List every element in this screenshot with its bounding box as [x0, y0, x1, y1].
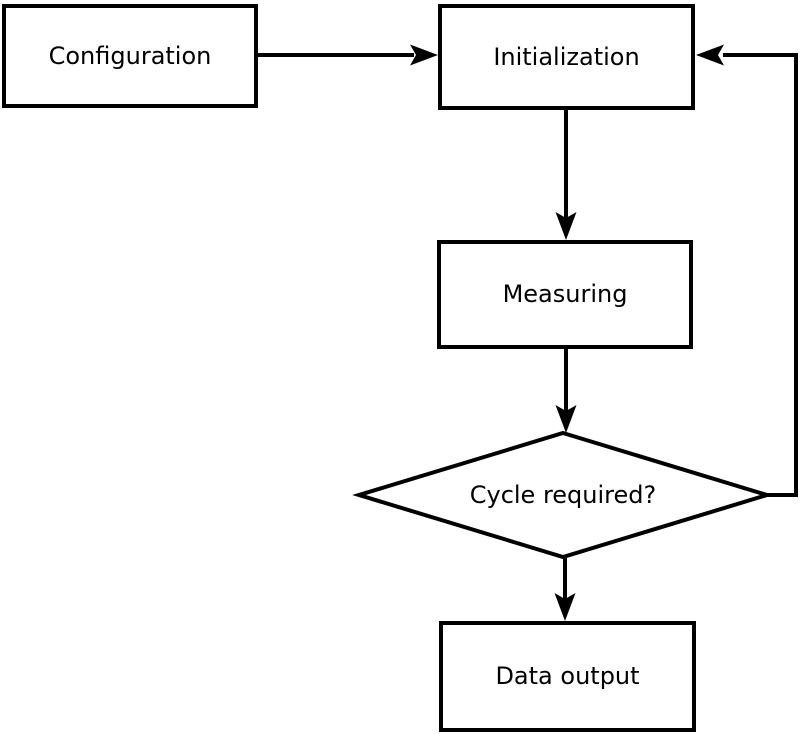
- edge-cycle-required-to-initialization-loop: [723, 53, 798, 497]
- node-cycle-required: Cycle required?: [413, 475, 713, 515]
- node-configuration-label: Configuration: [48, 41, 212, 70]
- node-cycle-required-label: Cycle required?: [469, 481, 657, 509]
- node-data-output-label: Data output: [495, 662, 640, 691]
- node-data-output: Data output: [439, 621, 696, 732]
- node-initialization: Initialization: [438, 4, 695, 110]
- node-initialization-label: Initialization: [493, 42, 640, 71]
- cycle-required-diamond: [352, 430, 774, 560]
- arrowhead-right-icon: [410, 44, 438, 66]
- arrowhead-left-icon: [696, 44, 724, 66]
- arrowhead-down-icon: [554, 593, 576, 621]
- node-measuring: Measuring: [437, 240, 693, 349]
- arrowhead-down-icon: [555, 212, 577, 240]
- arrowhead-down-icon: [555, 405, 577, 433]
- node-configuration: Configuration: [2, 4, 258, 108]
- node-measuring-label: Measuring: [502, 280, 628, 309]
